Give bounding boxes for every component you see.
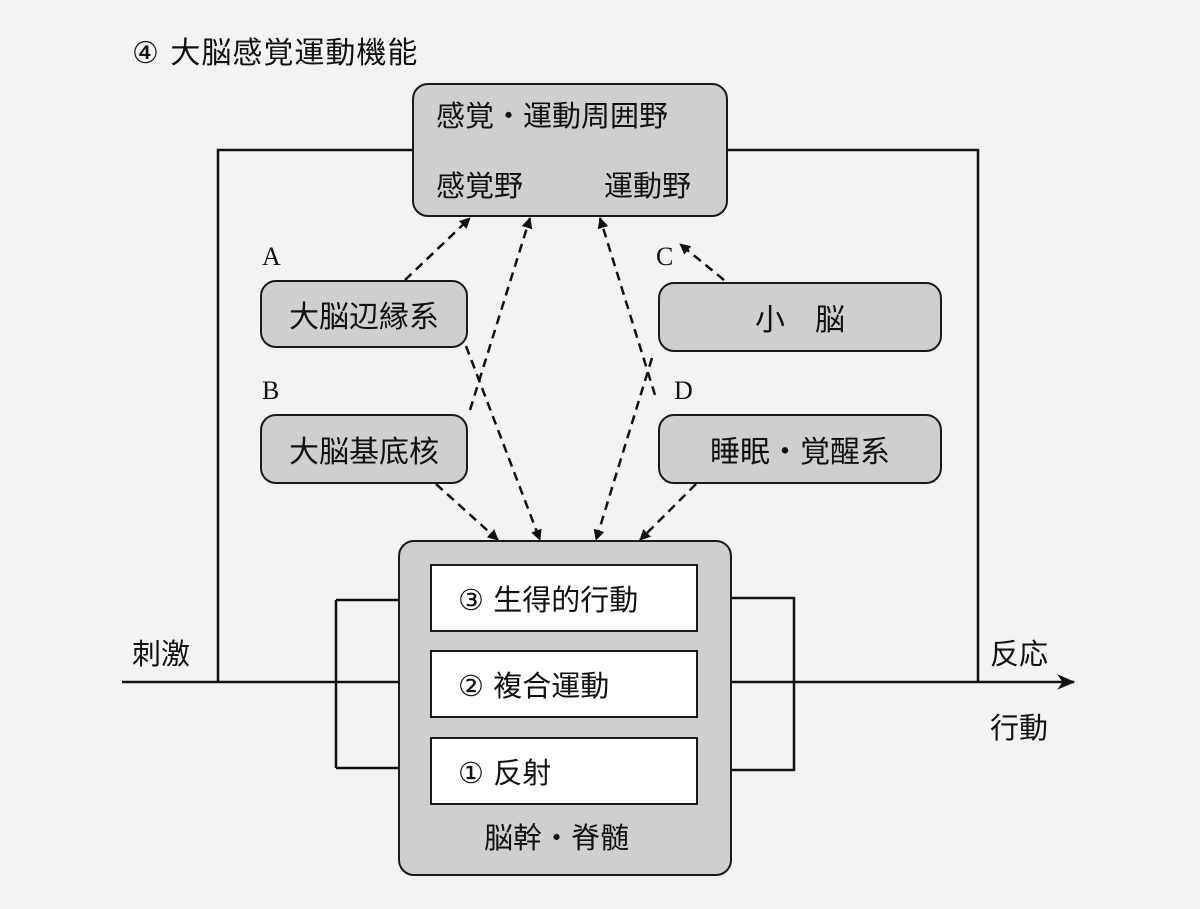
cerebellum-label: 小 脳 [755, 303, 845, 338]
cerebellum-to-cortex-dashed-arrow [679, 243, 725, 281]
limbic-to-cortex-dashed-arrow [404, 217, 471, 281]
module-letter-c: C [656, 242, 674, 271]
module-letter-b: B [262, 376, 280, 405]
action-label: 行動 [990, 711, 1049, 745]
arousal-to-brainstem-dashed-arrow [639, 483, 697, 541]
sensory-area-label: 感覚野 [436, 169, 524, 203]
response-label: 反応 [990, 637, 1049, 671]
cortex-to-brainstem-dashed-arrow-right [593, 357, 654, 541]
association-area-label: 感覚・運動周囲野 [436, 99, 669, 133]
brainstem-spinal-cord-label: 脳幹・脊髄 [484, 821, 630, 855]
innate-behavior-label: ③ 生得的行動 [458, 583, 639, 617]
limbic-system-box: 大脳辺縁系 [260, 280, 468, 348]
complex-movement-label: ② 複合運動 [458, 669, 610, 703]
basal-ganglia-label: 大脳基底核 [289, 435, 439, 470]
reflex-label: ① 反射 [458, 756, 552, 790]
stimulus-label: 刺激 [132, 637, 191, 671]
basal-ganglia-box: 大脳基底核 [260, 414, 468, 484]
sleep-wake-system-label: 睡眠・覚醒系 [710, 435, 890, 470]
cortex-box: 感覚・運動周囲野 感覚野 運動野 [412, 83, 728, 217]
cortical-return-line [728, 148, 980, 682]
figure-title: ④ 大脳感覚運動機能 [132, 36, 419, 71]
module-letter-d: D [674, 376, 693, 405]
reflex-box: ① 反射 [430, 737, 698, 805]
complex-movement-box: ② 複合運動 [430, 650, 698, 718]
brainstem-to-cortex-dashed-arrow-left [468, 217, 533, 411]
output-bus-line [696, 596, 796, 772]
brainstem-to-cortex-dashed-arrow-right [597, 217, 657, 396]
cortical-loop-line [216, 148, 414, 682]
motor-area-label: 運動野 [604, 169, 692, 203]
sleep-wake-system-box: 睡眠・覚醒系 [658, 414, 942, 484]
basal-ganglia-to-brainstem-dashed-arrow [435, 483, 499, 541]
cerebellum-box: 小 脳 [658, 282, 942, 352]
module-letter-a: A [262, 242, 281, 271]
limbic-system-label: 大脳辺縁系 [289, 300, 439, 335]
innate-behavior-box: ③ 生得的行動 [430, 564, 698, 632]
cortex-to-brainstem-dashed-arrow-left [464, 345, 542, 541]
